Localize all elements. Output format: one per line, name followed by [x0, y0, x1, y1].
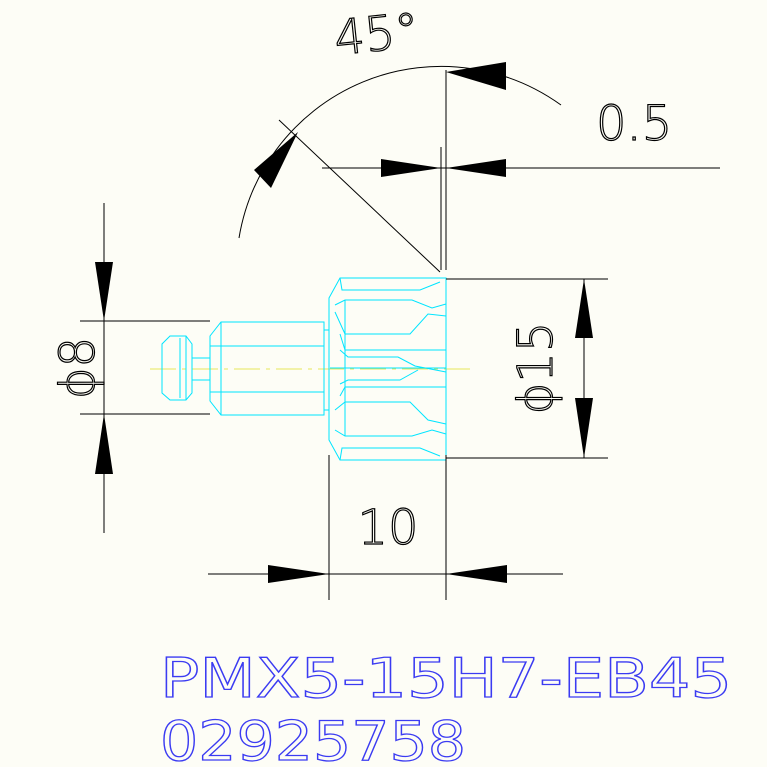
shaft-diameter-text: ϕ8	[50, 337, 106, 399]
arrow-05-left	[381, 159, 441, 177]
arrow-10-left	[268, 565, 329, 583]
angle-dimension-text: 45°	[331, 2, 421, 67]
arrow-45-top	[446, 62, 506, 90]
dimension-arrows	[95, 62, 593, 583]
gear-width-text: 10	[357, 500, 418, 556]
dim-45-leader	[278, 119, 441, 273]
arrow-15-bottom	[575, 398, 593, 458]
gear-diameter-text: ϕ15	[508, 322, 564, 415]
arrow-15-top	[575, 279, 593, 338]
arrow-8-bottom	[95, 414, 113, 474]
part-code-label: 02925758	[160, 710, 466, 767]
arrow-45-left	[254, 132, 298, 188]
arrow-10-right	[446, 565, 507, 583]
chamfer-dimension-text: 0.5	[596, 96, 672, 152]
part-number-label: PMX5-15H7-EB45	[160, 647, 732, 710]
arrow-05-right	[446, 159, 506, 177]
gear-part	[161, 277, 447, 461]
dim-45-arc	[238, 65, 562, 239]
arrow-8-top	[95, 262, 113, 321]
